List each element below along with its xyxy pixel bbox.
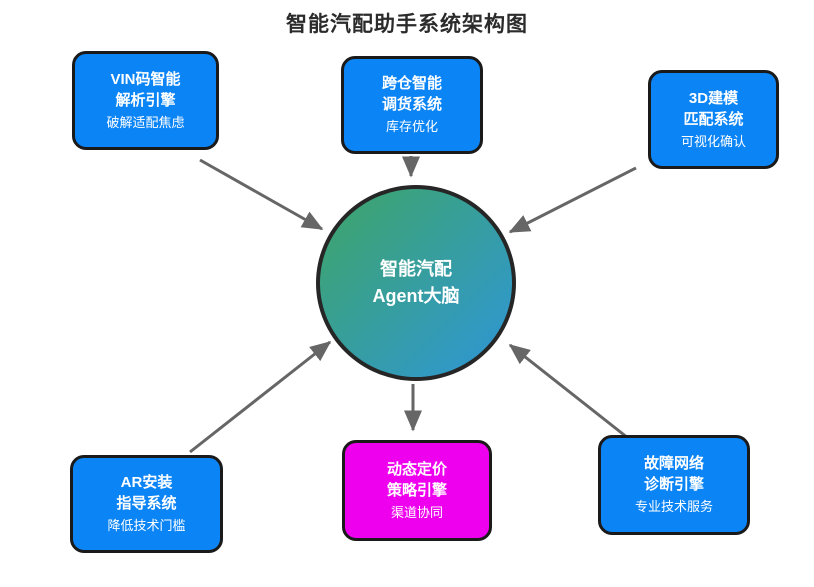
- node-title-line: 跨仓智能: [381, 75, 442, 93]
- node-title-line: 策略引擎: [386, 481, 447, 499]
- node-title-line: 故障网络: [643, 455, 704, 473]
- hub-title-line: Agent大脑: [372, 286, 460, 306]
- node-title-line: 匹配系统: [683, 110, 744, 128]
- arrow-diagnosis-to-hub: [508, 343, 629, 440]
- node-fault-diagnosis-engine: 故障网络 诊断引擎 专业技术服务: [598, 435, 750, 535]
- node-3d-modeling-system: 3D建模 匹配系统 可视化确认: [648, 70, 779, 169]
- node-title-line: 动态定价: [386, 460, 447, 478]
- node-title-line: 诊断引擎: [643, 476, 704, 494]
- page-title: 智能汽配助手系统架构图: [286, 13, 528, 36]
- node-subtitle: 专业技术服务: [634, 499, 713, 515]
- node-title-line: VIN码智能: [110, 70, 181, 88]
- node-title-line: 调货系统: [381, 96, 442, 114]
- center-agent-hub: 智能汽配 Agent大脑: [316, 185, 516, 381]
- node-title-line: 3D建模: [688, 89, 739, 107]
- arrow-vin-to-hub: [199, 158, 324, 231]
- arrow-ar-to-hub: [189, 340, 332, 454]
- node-subtitle: 库存优化: [385, 119, 438, 135]
- node-subtitle: 可视化确认: [680, 133, 746, 149]
- node-title-line: 指导系统: [116, 495, 177, 513]
- hub-title-line: 智能汽配: [380, 259, 452, 279]
- node-cross-warehouse-system: 跨仓智能 调货系统 库存优化: [341, 56, 483, 154]
- arrow-modeling-to-hub: [508, 166, 637, 234]
- node-title-line: AR安装: [120, 474, 173, 492]
- node-subtitle: 破解适配焦虑: [106, 114, 185, 130]
- node-ar-install-guide-system: AR安装 指导系统 降低技术门槛: [70, 455, 223, 553]
- node-title-line: 解析引擎: [115, 91, 176, 109]
- node-subtitle: 渠道协同: [390, 504, 443, 520]
- node-subtitle: 降低技术门槛: [107, 518, 186, 534]
- node-vin-parsing-engine: VIN码智能 解析引擎 破解适配焦虑: [72, 51, 219, 150]
- node-dynamic-pricing-engine: 动态定价 策略引擎 渠道协同: [342, 440, 492, 541]
